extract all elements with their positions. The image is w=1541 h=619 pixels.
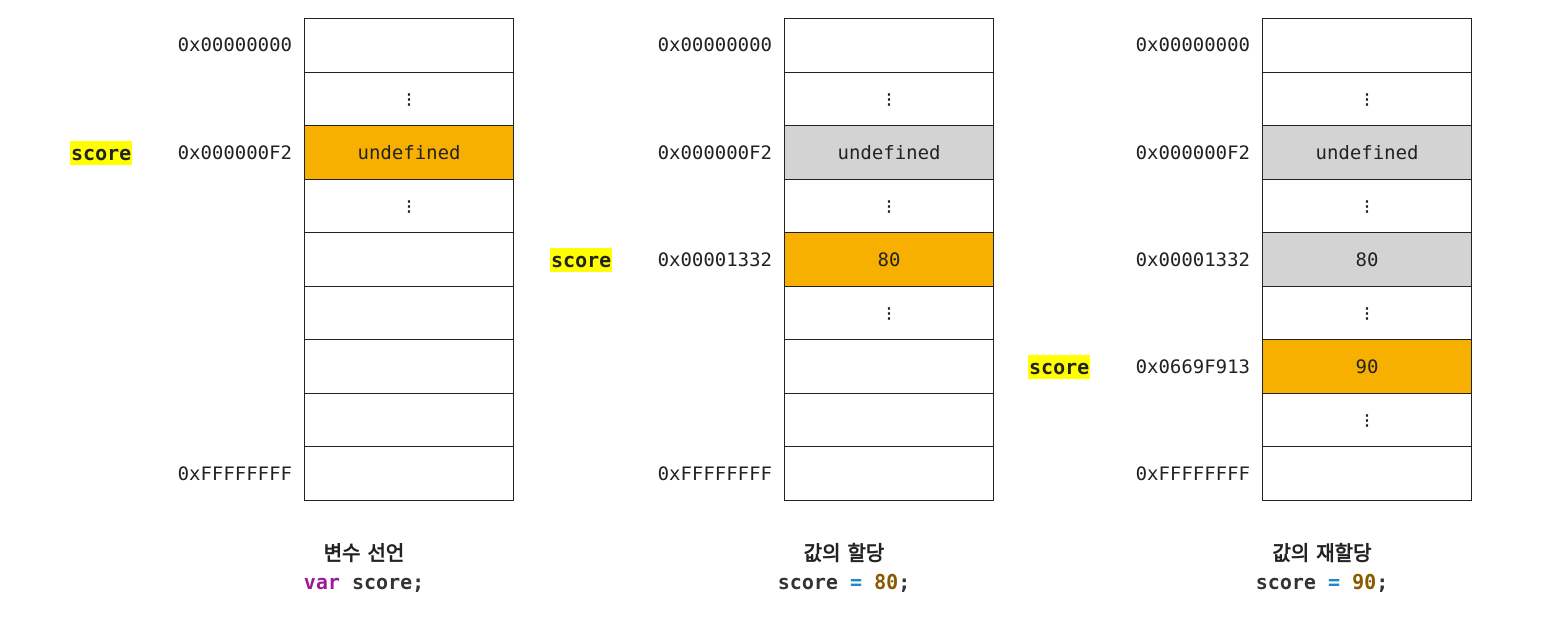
code-semicolon: ; bbox=[1376, 570, 1389, 594]
caption-title: 값의 재할당 bbox=[1272, 541, 1372, 565]
memory-cell-ellipsis: ⋮ bbox=[784, 285, 994, 341]
memory-cell-stale: undefined bbox=[1262, 125, 1472, 180]
code-operator: = bbox=[1328, 570, 1341, 594]
code-identifier: score bbox=[1255, 570, 1329, 594]
memory-column: ⋮undefined⋮80⋮ bbox=[784, 18, 994, 501]
memory-address: 0x000000F2 bbox=[1135, 141, 1250, 164]
memory-cell-ellipsis: ⋮ bbox=[1262, 392, 1472, 448]
memory-cell-current: undefined bbox=[304, 125, 514, 180]
memory-address: 0x000000F2 bbox=[657, 141, 772, 164]
memory-address: 0x0669F913 bbox=[1135, 355, 1250, 378]
code-value: 90 bbox=[1340, 570, 1377, 594]
variable-name: score bbox=[1028, 355, 1091, 380]
memory-column: ⋮undefined⋮ bbox=[304, 18, 514, 501]
caption-title: 값의 할당 bbox=[803, 541, 885, 565]
variable-label: score bbox=[70, 126, 133, 181]
code-keyword: var bbox=[303, 570, 340, 594]
memory-cell-empty bbox=[304, 392, 514, 448]
code-snippet: var score; bbox=[214, 568, 514, 596]
code-value: 80 bbox=[862, 570, 899, 594]
variable-name: score bbox=[70, 141, 133, 166]
memory-cell-stale: undefined bbox=[784, 125, 994, 180]
memory-cell-empty bbox=[304, 18, 514, 73]
memory-cell-empty bbox=[304, 446, 514, 501]
memory-address: 0xFFFFFFFF bbox=[177, 462, 292, 485]
memory-cell-empty bbox=[784, 18, 994, 73]
memory-cell-empty bbox=[1262, 18, 1472, 73]
variable-label: score bbox=[1028, 340, 1091, 395]
memory-cell-ellipsis: ⋮ bbox=[784, 178, 994, 234]
memory-address: 0x00001332 bbox=[1135, 248, 1250, 271]
memory-address: 0x00000000 bbox=[657, 34, 772, 56]
memory-address: 0x00001332 bbox=[657, 248, 772, 271]
memory-cell-empty bbox=[784, 339, 994, 394]
code-identifier: score bbox=[777, 570, 851, 594]
memory-address: 0xFFFFFFFF bbox=[657, 462, 772, 485]
memory-cell-ellipsis: ⋮ bbox=[784, 71, 994, 127]
memory-cell-ellipsis: ⋮ bbox=[1262, 285, 1472, 341]
variable-name: score bbox=[550, 248, 613, 273]
memory-column: ⋮undefined⋮80⋮90⋮ bbox=[1262, 18, 1472, 501]
memory-cell-ellipsis: ⋮ bbox=[1262, 71, 1472, 127]
memory-cell-ellipsis: ⋮ bbox=[1262, 178, 1472, 234]
code-identifier: score bbox=[339, 570, 413, 594]
memory-cell-empty bbox=[784, 446, 994, 501]
code-snippet: score = 80; bbox=[694, 568, 994, 596]
memory-cell-empty bbox=[1262, 446, 1472, 501]
panel-caption: 값의 재할당 score = 90; bbox=[1172, 538, 1472, 596]
memory-cell-current: 90 bbox=[1262, 339, 1472, 394]
memory-address: 0x00000000 bbox=[177, 34, 292, 56]
memory-cell-ellipsis: ⋮ bbox=[304, 71, 514, 127]
memory-address: 0x00000000 bbox=[1135, 34, 1250, 56]
memory-panel-0: ⋮undefined⋮ 0x00000000 0x000000F2 0xFFFFFFF… bbox=[0, 18, 514, 618]
code-snippet: score = 90; bbox=[1172, 568, 1472, 596]
memory-cell-stale: 80 bbox=[1262, 232, 1472, 287]
caption-title: 변수 선언 bbox=[323, 541, 405, 565]
variable-label: score bbox=[550, 233, 613, 288]
code-semicolon: ; bbox=[412, 570, 425, 594]
panel-caption: 변수 선언 var score; bbox=[214, 538, 514, 596]
panel-caption: 값의 할당 score = 80; bbox=[694, 538, 994, 596]
code-operator: = bbox=[850, 570, 863, 594]
memory-address: 0xFFFFFFFF bbox=[1135, 462, 1250, 485]
code-semicolon: ; bbox=[898, 570, 911, 594]
memory-address: 0x000000F2 bbox=[177, 141, 292, 164]
